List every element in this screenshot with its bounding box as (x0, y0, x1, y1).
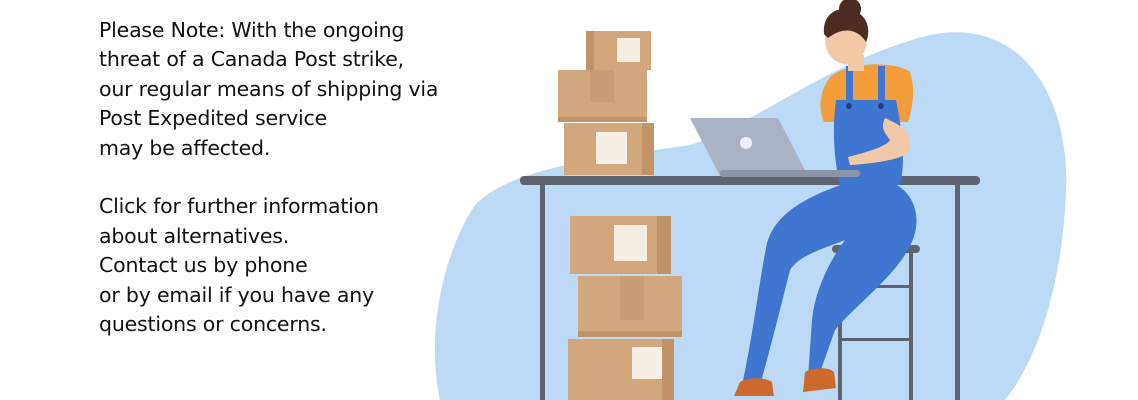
person (734, 0, 917, 396)
shipping-box-icon (558, 70, 647, 122)
shipping-box-icon (568, 339, 674, 400)
notice-line-1: Please Note: With the ongoing (99, 18, 405, 42)
notice-line-2: threat of a Canada Post strike, (99, 47, 404, 72)
notice-line-4: Post Expedited service (99, 106, 328, 131)
shipping-box-icon (586, 31, 651, 70)
notice-line-8: Contact us by phone (99, 253, 308, 278)
shipping-box-icon (564, 123, 654, 175)
desk-leg (540, 183, 545, 400)
desk-top (520, 176, 980, 185)
notice-line-7: about alternatives. (99, 223, 290, 248)
notice-line-5: may be affected. (99, 135, 271, 160)
desk-leg (955, 183, 960, 400)
notice-line-9: or by email if you have any (99, 282, 374, 307)
shipping-notice-text: Please Note: With the ongoing threat of … (99, 16, 479, 339)
notice-line-6: Click for further information (99, 194, 379, 219)
shipping-box-icon (578, 276, 682, 337)
notice-line-10: questions or concerns. (99, 312, 327, 337)
laptop-icon (690, 118, 860, 177)
person-working-illustration (434, 0, 1067, 400)
shipping-box-icon (570, 216, 671, 274)
notice-line-3: our regular means of shipping via (99, 76, 439, 101)
